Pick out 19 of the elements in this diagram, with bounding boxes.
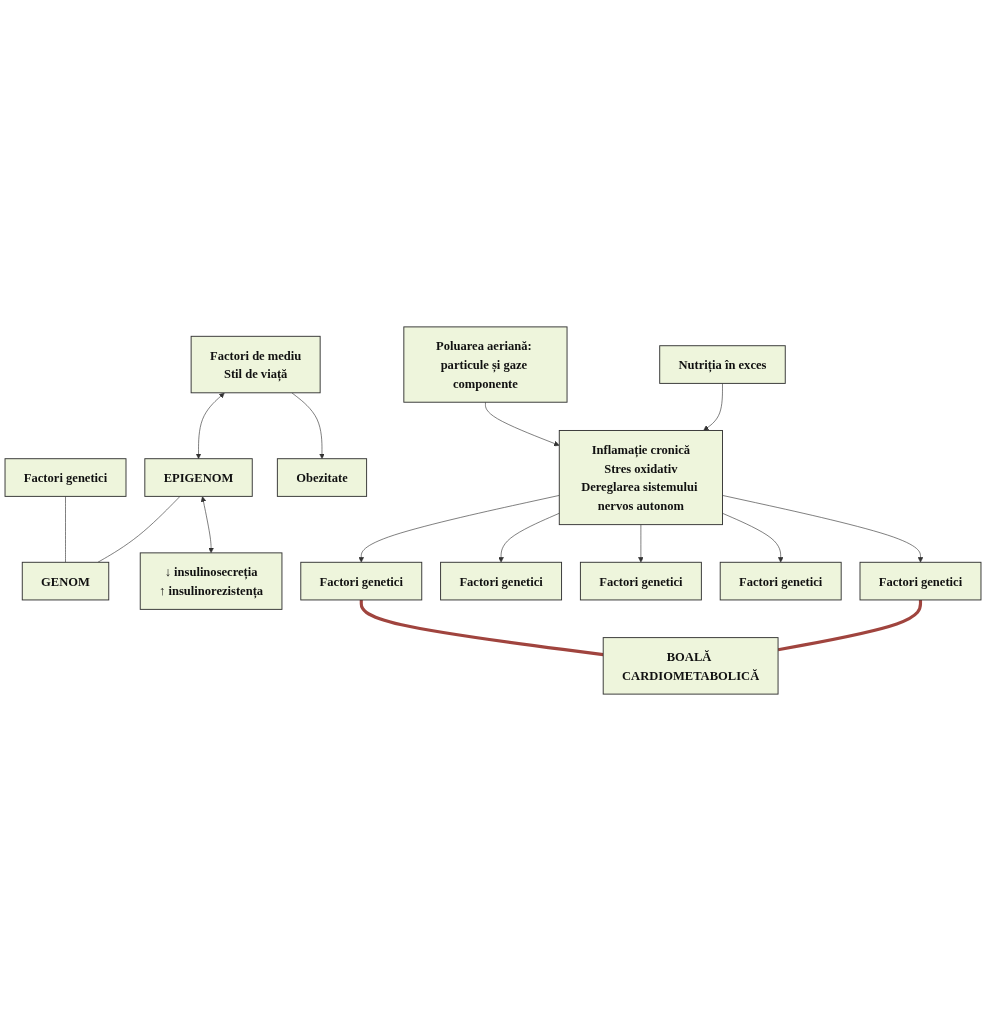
node-box: Nutriția în exces <box>659 345 786 384</box>
node-box: BOALĂ CARDIOMETABOLICĂ <box>602 637 779 695</box>
node-box: Factori genetici <box>859 561 982 601</box>
node-box: Factori genetici <box>579 561 702 601</box>
connector <box>359 599 604 657</box>
node-box: Factori genetici <box>300 561 423 601</box>
node-box: GENOM <box>21 561 110 601</box>
node-box: Poluarea aeriană: particule și gaze componente <box>403 326 568 403</box>
node-box: Inflamație cronică Stres oxidativ Dereglarea sistemului nervos autonom <box>558 430 723 526</box>
node-box: Factori genetici <box>4 458 127 497</box>
node-box: Factori de mediu Stil de viață <box>190 335 321 394</box>
node-box: Factori genetici <box>440 561 563 601</box>
node-box: ↓ insulinosecreția ↑ insulinorezistența <box>139 552 283 610</box>
connector <box>777 599 923 652</box>
node-box: Obezitate <box>276 458 368 497</box>
node-box: Factori genetici <box>719 561 842 601</box>
connector <box>97 496 181 563</box>
connector <box>65 496 66 563</box>
node-box: EPIGENOM <box>144 458 253 497</box>
